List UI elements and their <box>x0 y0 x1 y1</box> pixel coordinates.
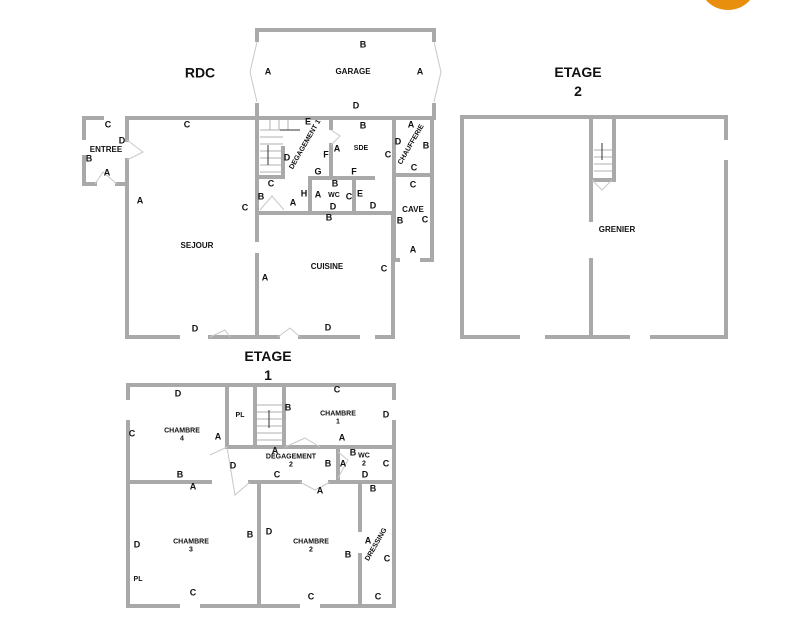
etage1-walls <box>126 383 396 608</box>
etage2-walls <box>460 115 728 339</box>
etage2-title-line2: 2 <box>574 83 582 99</box>
wall-label: A <box>289 197 297 208</box>
wall-label: B <box>396 215 404 226</box>
room-garage: GARAGE <box>335 67 371 77</box>
wall-label: C <box>128 428 136 439</box>
wall-label: D <box>382 409 390 420</box>
room-wc: WC <box>328 191 340 199</box>
wall-label: A <box>407 119 415 130</box>
wall-label: C <box>241 202 249 213</box>
wall-label: D <box>265 526 273 537</box>
wall-label: A <box>271 445 279 456</box>
wall-label: A <box>264 66 272 77</box>
wall-label: D <box>352 100 360 111</box>
wall-label: C <box>333 384 341 395</box>
room-sde: SDE <box>353 144 369 152</box>
wall-label: E <box>304 116 312 127</box>
wall-label: D <box>191 323 199 334</box>
room-sejour: SEJOUR <box>180 241 214 251</box>
room-cave: CAVE <box>402 205 424 215</box>
corner-badge <box>700 0 756 10</box>
wall-label: B <box>246 529 254 540</box>
wall-label: C <box>267 178 275 189</box>
room-placard-top: PL <box>235 411 245 419</box>
room-placard-bottom: PL <box>133 575 143 583</box>
rdc-walls <box>82 28 436 339</box>
wall-label: A <box>409 244 417 255</box>
wall-label: H <box>300 188 308 199</box>
wall-label: A <box>339 458 347 469</box>
wall-label: D <box>229 460 237 471</box>
wall-label: A <box>333 143 341 154</box>
wall-label: D <box>118 135 126 146</box>
wall-label: C <box>307 591 315 602</box>
etage1-title-line2: 1 <box>264 367 272 383</box>
wall-label: C <box>380 263 388 274</box>
wall-label: B <box>85 153 93 164</box>
wall-label: A <box>103 167 111 178</box>
wall-label: C <box>384 149 392 160</box>
etage2-title: ETAGE 2 <box>554 63 601 101</box>
room-grenier: GRENIER <box>598 225 636 235</box>
wall-label: D <box>133 539 141 550</box>
wall-label: B <box>359 39 367 50</box>
wall-label: A <box>416 66 424 77</box>
wall-label: A <box>189 481 197 492</box>
wall-label: C <box>409 179 417 190</box>
wall-label: B <box>344 549 352 560</box>
wall-label: C <box>183 119 191 130</box>
wall-label: D <box>283 152 291 163</box>
wall-label: G <box>314 166 322 177</box>
wall-label: D <box>174 388 182 399</box>
wall-label: C <box>104 119 112 130</box>
wall-label: B <box>324 458 332 469</box>
etage2-title-line1: ETAGE <box>554 64 602 81</box>
room-cuisine: CUISINE <box>310 262 344 272</box>
wall-label: E <box>356 188 364 199</box>
wall-label: C <box>382 458 390 469</box>
wall-label: A <box>314 189 322 200</box>
wall-label: A <box>214 431 222 442</box>
wall-label: B <box>349 447 357 458</box>
wall-label: B <box>422 140 430 151</box>
wall-label: C <box>410 162 418 173</box>
wall-label: D <box>394 136 402 147</box>
wall-label: D <box>361 469 369 480</box>
wall-label: B <box>331 178 339 189</box>
wall-label: C <box>383 553 391 564</box>
etage1-title-line1: ETAGE <box>244 348 292 365</box>
wall-label: A <box>261 272 269 283</box>
wall-label: B <box>284 402 292 413</box>
etage1-title: ETAGE 1 <box>244 347 291 385</box>
wall-label: C <box>374 591 382 602</box>
wall-label: A <box>364 535 372 546</box>
wall-label: D <box>324 322 332 333</box>
wall-label: C <box>345 191 353 202</box>
wall-label: B <box>325 212 333 223</box>
wall-label: A <box>316 485 324 496</box>
wall-label: C <box>189 587 197 598</box>
wall-label: D <box>369 200 377 211</box>
wall-label: B <box>369 483 377 494</box>
wall-label: A <box>338 432 346 443</box>
rdc-title: RDC <box>184 64 216 81</box>
wall-label: D <box>329 201 337 212</box>
wall-label: F <box>351 166 357 177</box>
wall-label: B <box>257 191 265 202</box>
wall-label: C <box>421 214 429 225</box>
wall-label: F <box>323 149 329 160</box>
wall-label: C <box>273 469 281 480</box>
wall-label: A <box>136 195 144 206</box>
wall-label: B <box>359 120 367 131</box>
room-entree: ENTREE <box>89 145 123 155</box>
wall-label: B <box>176 469 184 480</box>
